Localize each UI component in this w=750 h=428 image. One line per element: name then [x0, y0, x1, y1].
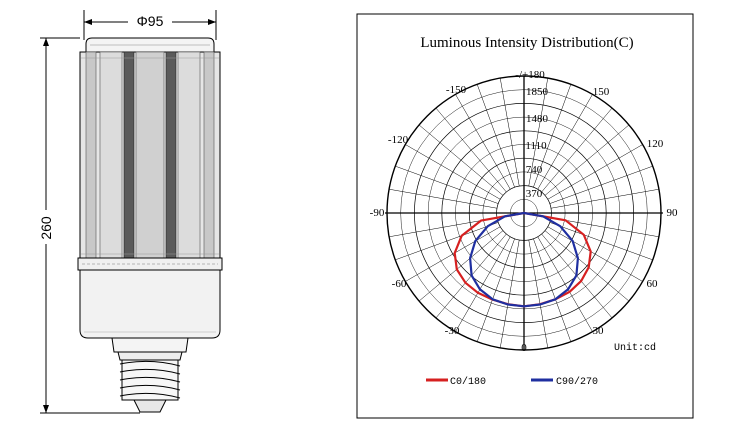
- grid-spoke: [405, 144, 501, 200]
- radial-labels: 1850 1480 1110 740 370: [525, 86, 548, 200]
- polar-curves: [453, 211, 592, 308]
- angle-label-90: 90: [667, 207, 679, 219]
- screw-base: [119, 359, 181, 413]
- grid-spoke: [537, 94, 593, 190]
- grid-spoke: [550, 217, 659, 238]
- curve-c90-270: [469, 211, 579, 308]
- angle-label-neg120: -120: [388, 134, 409, 146]
- height-dimension: 260: [38, 37, 140, 414]
- grid-spoke: [455, 236, 511, 332]
- angle-label-0: 0: [521, 342, 527, 354]
- height-label: 260: [38, 216, 54, 240]
- angle-label-60: 60: [647, 278, 659, 290]
- grid-spoke: [455, 94, 511, 190]
- diameter-label: Φ95: [137, 13, 164, 29]
- angle-label-180: -/+180: [515, 69, 545, 81]
- radial-label-740: 740: [526, 164, 543, 176]
- grid-spoke: [435, 107, 507, 193]
- angle-label-150: 150: [593, 86, 610, 98]
- bulb-housing: [79, 269, 221, 339]
- angle-label-neg30: -30: [445, 325, 460, 337]
- grid-spoke: [418, 124, 504, 196]
- grid-spoke: [389, 188, 498, 209]
- bulb-neck: [111, 337, 189, 353]
- angle-label-120: 120: [647, 138, 664, 150]
- legend-label-c90: C90/270: [556, 376, 598, 388]
- grid-spoke: [418, 230, 504, 302]
- grid-spoke: [549, 222, 653, 261]
- grid-spoke: [533, 238, 572, 342]
- grid-spoke: [405, 226, 501, 282]
- grid-spoke: [550, 188, 659, 209]
- grid-spoke: [395, 165, 499, 204]
- grid-spoke: [528, 239, 549, 348]
- grid-spoke: [476, 84, 515, 188]
- angle-label-neg90: -90: [370, 207, 385, 219]
- radial-label-1110: 1110: [525, 140, 547, 152]
- grid-spoke: [544, 124, 630, 196]
- radial-label-1480: 1480: [526, 113, 549, 125]
- grid-spoke: [549, 165, 653, 204]
- grid-spoke: [499, 78, 520, 187]
- grid-spoke: [395, 222, 499, 261]
- angle-labels: -/+180 -150 150 -120 120 -90 90 -60 60 -…: [370, 69, 678, 354]
- grid-spoke: [533, 84, 572, 188]
- grid-spoke: [547, 144, 643, 200]
- angle-label-neg150: -150: [446, 84, 467, 96]
- legend-label-c0: C0/180: [450, 376, 486, 388]
- polar-grid: [385, 75, 663, 351]
- grid-spoke: [541, 107, 613, 193]
- angle-label-30: 30: [593, 325, 605, 337]
- grid-spoke: [476, 238, 515, 342]
- grid-spoke: [544, 230, 630, 302]
- chart-title: Luminous Intensity Distribution(C): [420, 35, 633, 51]
- grid-spoke: [537, 236, 593, 332]
- radial-label-1850: 1850: [526, 86, 549, 98]
- led-fins: [81, 51, 219, 261]
- bulb-drawing: Φ95 260: [38, 10, 223, 414]
- diameter-dimension: Φ95: [83, 10, 217, 40]
- legend: C0/180 C90/270: [426, 376, 598, 388]
- grid-spoke: [528, 78, 549, 187]
- angle-label-neg60: -60: [392, 278, 407, 290]
- radial-label-370: 370: [526, 188, 543, 200]
- grid-spoke: [499, 239, 520, 348]
- unit-label: Unit:cd: [614, 342, 656, 354]
- grid-spoke: [547, 226, 643, 282]
